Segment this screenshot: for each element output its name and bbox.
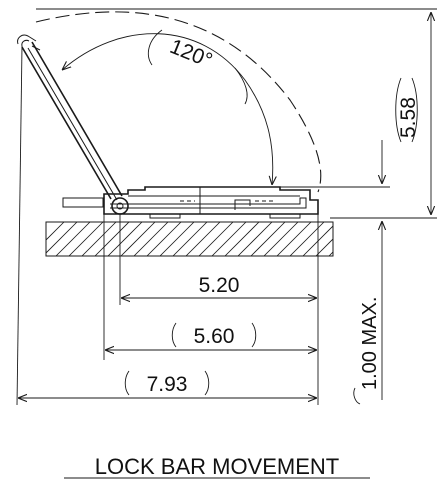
hatch-line: [159, 222, 195, 256]
dim-width-overall: 7.93: [18, 370, 317, 398]
hatch-line: [342, 222, 376, 256]
hatch-line: [55, 222, 91, 256]
hatch-line: [120, 222, 156, 256]
dim-width-overall-label: 7.93: [147, 373, 188, 396]
dim-width-mid-label: 5.60: [194, 325, 235, 348]
dim-height-raised: 5.58: [36, 8, 437, 219]
dim-width-inner-label: 5.20: [199, 274, 240, 297]
base-plate: [45, 221, 389, 257]
hatch-line: [172, 222, 208, 256]
dim-height-raised-label: 5.58: [397, 97, 420, 138]
hatch-line: [355, 222, 389, 256]
hatch-line: [146, 222, 182, 256]
lock-bar-raised: [17, 34, 123, 201]
hatch-line: [185, 222, 221, 256]
lock-bar-closed: [62, 186, 319, 219]
hatch-line: [198, 222, 234, 256]
hatch-line: [289, 222, 325, 256]
hatch-line: [250, 222, 286, 256]
hatch-line: [94, 222, 130, 256]
hatch-line: [302, 225, 333, 256]
ext-left-overall: [16, 45, 23, 406]
hatch-line: [263, 222, 299, 256]
hatch-line: [46, 222, 65, 241]
dim-width-mid: 5.60: [105, 322, 317, 350]
dim-height-max: 1.00 MAX.: [280, 140, 390, 405]
hatch-line: [107, 222, 143, 256]
drawing-caption: LOCK BAR MOVEMENT: [95, 454, 339, 479]
angle-label: 120°: [167, 35, 216, 73]
hatch-line: [68, 222, 104, 256]
angle-paren-right: [234, 67, 248, 105]
dim-width-inner: 5.20: [121, 274, 317, 298]
dim-height-max-label: 1.00 MAX.: [359, 297, 381, 390]
hatch-line: [81, 222, 117, 256]
angle-paren-left: [147, 29, 163, 66]
hinge: [111, 197, 129, 215]
hatch-line: [276, 222, 312, 256]
angle-arc: [62, 33, 273, 185]
hatch-line: [211, 222, 247, 256]
hatch-line: [315, 238, 333, 256]
hatch-line: [133, 222, 169, 256]
hatch-line: [46, 222, 78, 254]
hatch-line: [237, 222, 273, 256]
hatch-line: [224, 222, 260, 256]
hatch-line: [328, 251, 333, 256]
